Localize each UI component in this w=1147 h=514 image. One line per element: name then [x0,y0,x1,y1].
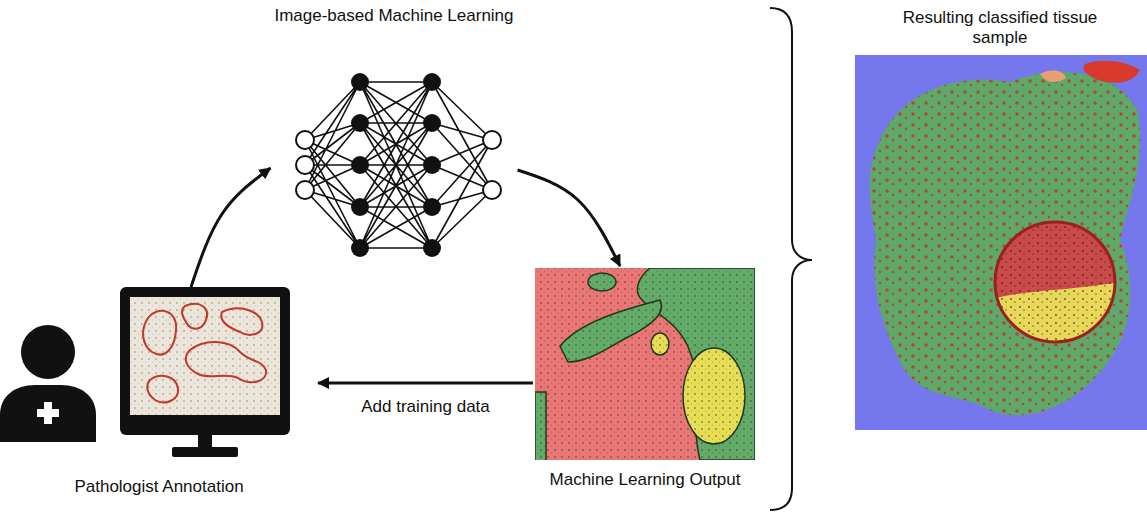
annotation-outline [147,376,178,403]
bracket [770,8,812,510]
neuron [351,156,369,174]
edge-label: Add training data [358,397,493,417]
cell-texture [870,72,1140,415]
diagram-node: Machine Learning Output [533,266,757,494]
annotation-outline [186,342,266,382]
neuron [351,73,369,91]
diagram-node: Image-based Machine Learning [270,6,517,256]
neural-network-icon [296,73,501,257]
cell-texture [990,218,1120,348]
neuron [483,131,501,149]
neuron [351,239,369,257]
output-neurons [483,131,501,199]
neuron [423,73,441,91]
cell-texture [130,297,280,415]
diagram-node: Resulting classified tissue sample [853,6,1147,430]
flow-arrow [191,168,270,287]
annotation-outline [221,308,262,334]
neuron [296,181,314,199]
cell-texture [535,268,755,460]
input-neurons [296,131,314,199]
neuron [296,156,314,174]
screen-image [130,297,280,415]
tumor-region [990,218,1120,348]
network-links [305,82,492,248]
other-region [1040,71,1066,83]
node-label: Pathologist Annotation [74,477,243,497]
annotation-outline [143,311,176,355]
neuron [423,156,441,174]
hidden-neurons [351,73,441,257]
diagram-node: Pathologist Annotation [0,287,318,501]
background-region [855,55,1147,430]
person-body [0,385,96,442]
monitor-icon [120,287,290,457]
node-label: Resulting classified tissue sample [880,8,1120,49]
flow-arrow [318,382,533,385]
tumor-region [1083,61,1140,83]
tumor-region [535,268,755,460]
node-label: Machine Learning Output [550,470,741,490]
neuron [296,131,314,149]
neuron [483,181,501,199]
neuron [351,114,369,132]
node-label: Image-based Machine Learning [274,6,513,26]
tissue-sample-image [855,55,1147,430]
monitor-neck [198,435,212,448]
person-icon [0,325,96,442]
plus-sign [37,409,59,417]
ml-output-image [535,268,755,460]
tumor-outline [995,222,1115,342]
monitor-base [172,447,238,457]
neuron [423,239,441,257]
annotation-outline [182,304,207,329]
monitor-screen [130,297,280,415]
flow-arrow [518,170,620,266]
neuron [423,114,441,132]
monitor-frame [120,287,290,435]
neuron [423,198,441,216]
stroma-region [870,72,1140,415]
neuron [351,198,369,216]
person-head [21,325,75,379]
tumor-core [990,218,1120,348]
